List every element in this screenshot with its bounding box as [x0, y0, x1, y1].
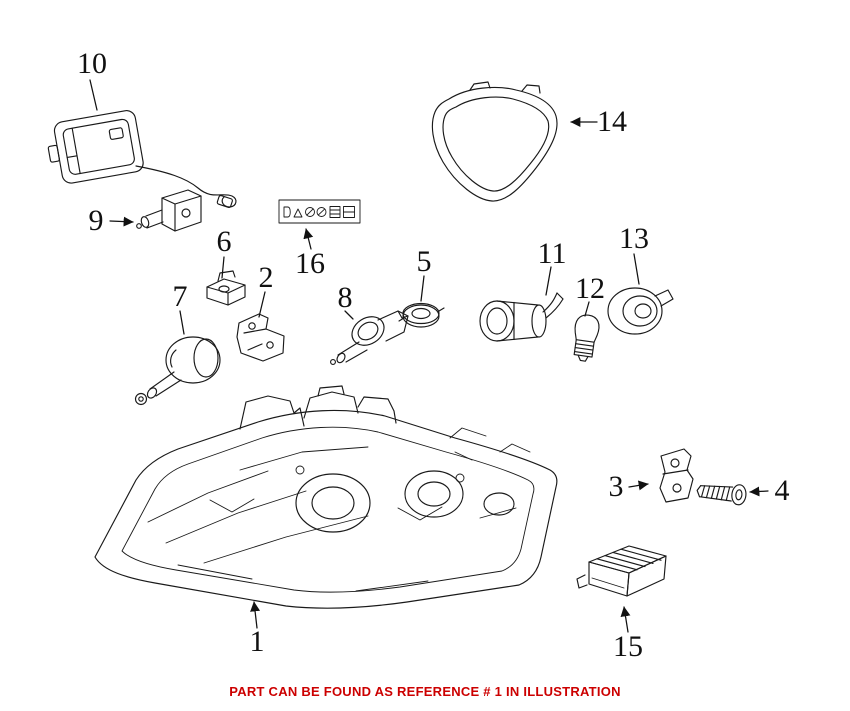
leader-line-1: [250, 601, 261, 629]
leader-line-13: [633, 253, 640, 285]
part-16-label-illustration: [278, 199, 361, 224]
leader-line-4: [749, 486, 769, 497]
leader-line-10: [89, 79, 98, 111]
part-label-15: 15: [613, 630, 643, 663]
part-label-13: 13: [619, 222, 649, 255]
part-label-16: 16: [295, 247, 325, 280]
part-12-bulb-illustration: [573, 314, 600, 362]
part-11-socket-illustration: [479, 292, 564, 342]
leader-line-11: [545, 266, 552, 296]
part-label-11: 11: [537, 237, 567, 270]
leader-line-6: [221, 256, 225, 279]
part-label-8: 8: [337, 281, 353, 314]
part-10-ballast-illustration: [47, 110, 237, 208]
leader-line-2: [258, 291, 266, 318]
part-label-1: 1: [249, 625, 265, 658]
leader-line-15: [620, 606, 631, 633]
part-8-halogen-bulb-illustration: [330, 310, 409, 365]
part-14-seal-illustration: [431, 81, 558, 202]
part-label-4: 4: [774, 474, 790, 507]
part-label-7: 7: [172, 280, 188, 313]
part-1-headlight-assembly-illustration: [94, 385, 558, 609]
part-label-9: 9: [88, 204, 104, 237]
part-5-cap-illustration: [398, 302, 445, 328]
part-label-6: 6: [216, 225, 232, 258]
part-label-5: 5: [416, 245, 432, 278]
leader-line-9: [109, 216, 134, 227]
part-15-module-illustration: [576, 545, 667, 597]
part-7-adjuster-motor-illustration: [134, 336, 221, 406]
part-label-10: 10: [77, 47, 107, 80]
leader-line-8: [344, 310, 354, 320]
part-label-2: 2: [258, 261, 274, 294]
leader-line-16: [303, 228, 314, 250]
part-label-3: 3: [608, 470, 624, 503]
part-13-cover-illustration: [607, 287, 674, 335]
leader-line-7: [179, 310, 185, 335]
leader-lines: [89, 79, 769, 633]
part-2-bracket-illustration: [236, 313, 285, 362]
part-4-screw-illustration: [696, 484, 747, 506]
part-3-bracket-illustration: [659, 448, 694, 503]
leader-line-5: [420, 275, 425, 302]
footer-reference-note: PART CAN BE FOUND AS REFERENCE # 1 IN IL…: [229, 684, 621, 699]
part-label-14: 14: [597, 105, 627, 138]
part-9-xenon-bulb-illustration: [136, 189, 202, 232]
leader-line-3: [628, 480, 649, 491]
part-label-12: 12: [575, 272, 605, 305]
leader-line-12: [584, 301, 590, 317]
part-6-bulb-holder-illustration: [206, 270, 246, 306]
